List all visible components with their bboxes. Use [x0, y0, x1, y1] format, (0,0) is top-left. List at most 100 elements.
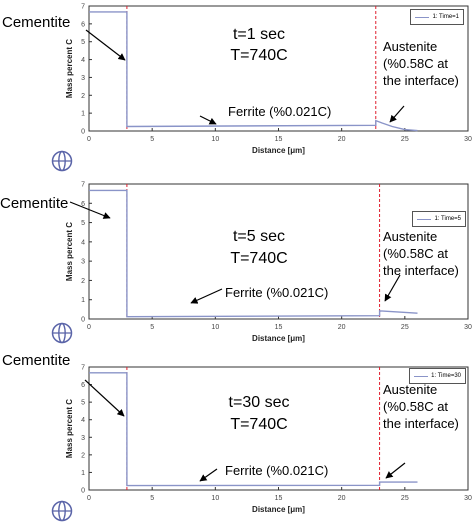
condition-time-label: t=30 sec: [228, 394, 290, 411]
y-tick-label: 2: [81, 278, 85, 285]
y-tick-label: 3: [81, 75, 85, 82]
y-tick-label: 6: [81, 201, 85, 208]
austenite-label-line: the interface): [383, 416, 459, 431]
x-tick-label: 5: [150, 495, 154, 502]
annotation-arrow: [84, 379, 125, 417]
chart-legend: 1: Time=1: [410, 9, 464, 25]
y-axis-title: Mass percent C: [65, 399, 74, 458]
legend-entry: 1: Time=30: [431, 373, 461, 379]
chart-legend: 1: Time=5: [412, 211, 466, 227]
circle-cross-logo-icon: [51, 500, 73, 522]
y-tick-label: 0: [81, 488, 85, 495]
austenite-label-line: Austenite: [383, 382, 438, 397]
ferrite-label: Ferrite (%0.021C): [225, 285, 329, 300]
austenite-label-line: Austenite: [383, 229, 438, 244]
x-tick-label: 5: [150, 136, 154, 143]
y-tick-label: 5: [81, 220, 85, 227]
condition-time-label: t=5 sec: [232, 228, 286, 245]
y-tick-label: 4: [81, 417, 85, 424]
x-axis-title: Distance [μm]: [252, 146, 305, 155]
y-tick-label: 3: [81, 435, 85, 442]
austenite-label-line: (%0.58C at: [383, 246, 449, 261]
x-tick-label: 20: [338, 495, 346, 502]
carbon-profile-line: [89, 372, 418, 487]
x-tick-label: 20: [338, 136, 346, 143]
annotation-arrow: [389, 105, 405, 123]
y-tick-label: 3: [81, 259, 85, 266]
x-axis-title: Distance [μm]: [252, 334, 305, 343]
y-tick-label: 4: [81, 239, 85, 246]
y-tick-label: 0: [81, 129, 85, 136]
y-tick-label: 0: [81, 317, 85, 324]
y-tick-label: 6: [81, 382, 85, 389]
legend-swatch: [414, 375, 429, 377]
y-tick-label: 1: [81, 297, 85, 304]
y-tick-label: 4: [81, 57, 85, 64]
x-tick-label: 10: [211, 324, 219, 331]
x-tick-label: 0: [87, 324, 91, 331]
carbon-profile-line: [89, 11, 418, 132]
condition-temperature-label: T=740C: [230, 47, 288, 64]
ferrite-label: Ferrite (%0.021C): [228, 104, 332, 119]
austenite-label-line: Austenite: [383, 39, 438, 54]
y-tick-label: 1: [81, 470, 85, 477]
y-tick-label: 5: [81, 400, 85, 407]
x-tick-label: 30: [464, 324, 472, 331]
austenite-label: Austenite (%0.58C at the interface): [383, 38, 459, 89]
austenite-label-line: the interface): [383, 73, 459, 88]
legend-entry: 1: Time=1: [432, 14, 459, 20]
x-tick-label: 25: [401, 495, 409, 502]
x-tick-label: 15: [275, 324, 283, 331]
ferrite-label: Ferrite (%0.021C): [225, 463, 329, 478]
austenite-label: Austenite (%0.58C at the interface): [383, 381, 459, 432]
annotation-arrow: [385, 462, 406, 479]
carbon-profile-line: [89, 189, 418, 318]
cementite-label: Cementite: [2, 352, 71, 369]
x-tick-label: 20: [338, 324, 346, 331]
annotation-arrow: [199, 468, 218, 482]
cementite-label: Cementite: [2, 14, 71, 31]
y-axis-title: Mass percent C: [65, 222, 74, 281]
x-tick-label: 0: [87, 136, 91, 143]
austenite-label-line: (%0.58C at: [383, 399, 449, 414]
legend-swatch: [417, 218, 432, 220]
y-tick-label: 7: [81, 4, 85, 11]
y-axis-title: Mass percent C: [65, 39, 74, 98]
x-tick-label: 30: [464, 136, 472, 143]
annotation-arrow: [199, 115, 217, 125]
annotation-arrow: [190, 288, 223, 304]
annotation-arrow: [69, 201, 111, 219]
y-tick-label: 2: [81, 452, 85, 459]
austenite-label-line: (%0.58C at: [383, 56, 449, 71]
legend-swatch: [415, 16, 430, 18]
y-tick-label: 6: [81, 21, 85, 28]
x-axis-title: Distance [μm]: [252, 505, 305, 514]
austenite-label-line: the interface): [383, 263, 459, 278]
y-tick-label: 7: [81, 182, 85, 189]
cementite-label: Cementite: [0, 195, 69, 212]
x-tick-label: 10: [211, 136, 219, 143]
circle-cross-logo-icon: [51, 150, 73, 172]
condition-temperature-label: T=740C: [230, 250, 288, 267]
chart-legend: 1: Time=30: [409, 368, 466, 384]
y-tick-label: 2: [81, 93, 85, 100]
x-tick-label: 25: [401, 136, 409, 143]
x-tick-label: 15: [275, 495, 283, 502]
x-tick-label: 30: [464, 495, 472, 502]
y-tick-label: 7: [81, 365, 85, 372]
circle-cross-logo-icon: [51, 322, 73, 344]
legend-entry: 1: Time=5: [434, 216, 461, 222]
annotation-arrow: [85, 29, 126, 61]
austenite-label: Austenite (%0.58C at the interface): [383, 228, 459, 279]
condition-temperature-label: T=740C: [230, 416, 288, 433]
y-tick-label: 5: [81, 39, 85, 46]
annotation-arrow: [384, 274, 401, 302]
condition-time-label: t=1 sec: [232, 26, 286, 43]
x-tick-label: 15: [275, 136, 283, 143]
y-tick-label: 1: [81, 111, 85, 118]
